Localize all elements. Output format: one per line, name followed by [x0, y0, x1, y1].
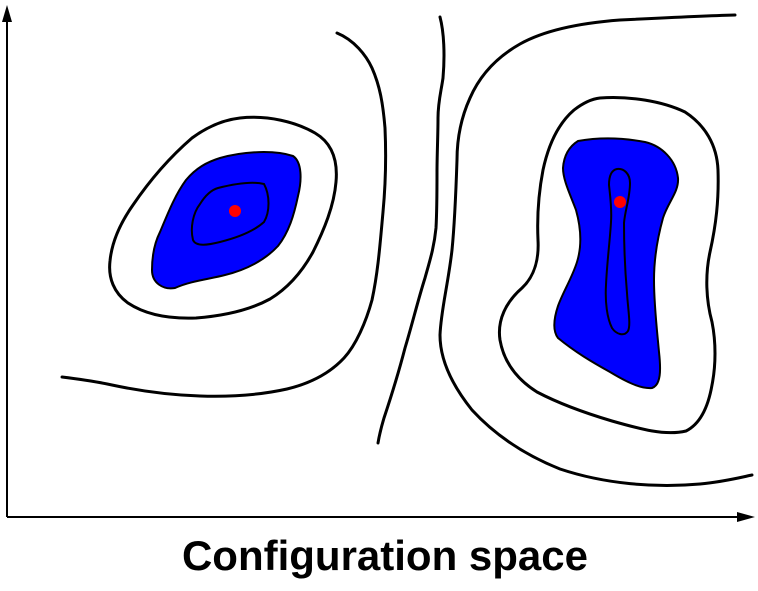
left-basin: [60, 31, 388, 398]
left-basin-middle-contour: [108, 115, 338, 320]
left-inner-contour: [190, 181, 270, 246]
right-basin: [438, 13, 754, 487]
right-inner-contour: [604, 167, 631, 336]
axes: [2, 5, 755, 522]
right-basin-outer-contour: [438, 13, 754, 487]
x-axis-arrow-icon: [737, 512, 755, 522]
left-basin-outer-contour: [60, 31, 388, 398]
left-minimum-region: [151, 151, 302, 290]
left-minimum-point: [229, 205, 241, 217]
x-axis-label: Configuration space: [182, 532, 588, 579]
right-minimum-region: [553, 137, 680, 390]
y-axis-arrow-icon: [2, 5, 12, 22]
right-basin-middle-contour: [497, 96, 720, 435]
right-minimum-point: [614, 196, 626, 208]
ridge-contour: [376, 15, 446, 445]
